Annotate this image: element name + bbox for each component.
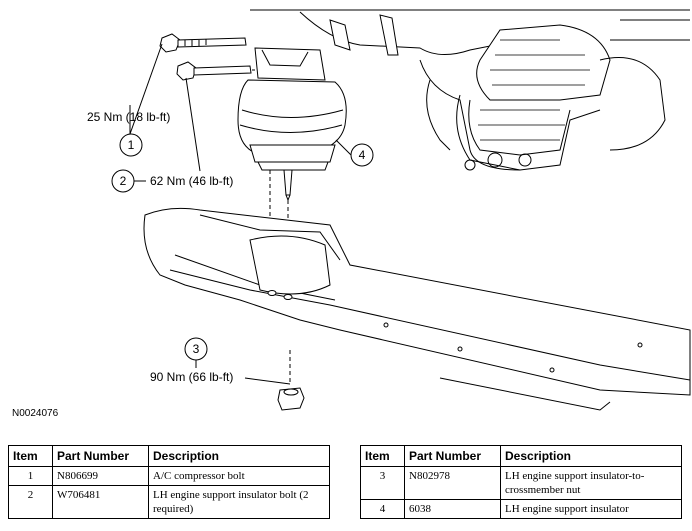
header-part-number: Part Number: [404, 445, 501, 467]
insulator-bolt: [176, 61, 262, 81]
torque-label-1: 25 Nm (18 lb-ft): [87, 110, 170, 124]
row-part-number: N802978: [404, 466, 501, 500]
ac-compressor-bolt: [159, 33, 247, 53]
table-header-row: Item Part Number Description: [360, 445, 682, 467]
callout-1-number: 1: [128, 138, 135, 152]
crossmember-nut: [277, 387, 305, 411]
header-description: Description: [148, 445, 330, 467]
row-item: 2: [8, 485, 53, 519]
callout-3: 3: [184, 337, 208, 361]
table-row: 4 6038 LH engine support insulator: [360, 499, 682, 519]
table-row: 3 N802978 LH engine support insulator-to…: [360, 466, 682, 500]
header-item: Item: [8, 445, 53, 467]
row-description: LH engine support insulator bolt (2 requ…: [148, 485, 330, 519]
engine-support-insulator: [237, 47, 347, 202]
table-row: 1 N806699 A/C compressor bolt: [8, 466, 330, 486]
callout-1: 1: [119, 133, 143, 157]
row-description: LH engine support insulator: [500, 499, 682, 519]
exploded-view-illustration: 1 2 3 4 25 Nm (18 lb-ft) 62 Nm (46 lb-ft…: [12, 9, 691, 419]
leader-lines: [129, 43, 352, 385]
header-part-number: Part Number: [52, 445, 149, 467]
row-description: A/C compressor bolt: [148, 466, 330, 486]
callout-4-number: 4: [359, 148, 366, 162]
callout-2: 2: [111, 169, 135, 193]
callout-4: 4: [350, 143, 374, 167]
header-description: Description: [500, 445, 682, 467]
row-item: 3: [360, 466, 405, 500]
figure-id: N0024076: [12, 408, 59, 419]
crossmember: [143, 207, 691, 411]
parts-table-right: Item Part Number Description 3 N802978 L…: [360, 445, 682, 519]
torque-label-2: 62 Nm (46 lb-ft): [150, 174, 233, 188]
engine-background: [250, 9, 690, 171]
row-item: 1: [8, 466, 53, 486]
row-description: LH engine support insulator-to-crossmemb…: [500, 466, 682, 500]
row-part-number: W706481: [52, 485, 149, 519]
table-header-row: Item Part Number Description: [8, 445, 330, 467]
callout-3-number: 3: [193, 342, 200, 356]
header-item: Item: [360, 445, 405, 467]
table-row: 2 W706481 LH engine support insulator bo…: [8, 485, 330, 519]
row-part-number: N806699: [52, 466, 149, 486]
parts-table-left: Item Part Number Description 1 N806699 A…: [8, 445, 330, 519]
callout-2-number: 2: [120, 174, 127, 188]
row-item: 4: [360, 499, 405, 519]
torque-label-3: 90 Nm (66 lb-ft): [150, 370, 233, 384]
row-part-number: 6038: [404, 499, 501, 519]
